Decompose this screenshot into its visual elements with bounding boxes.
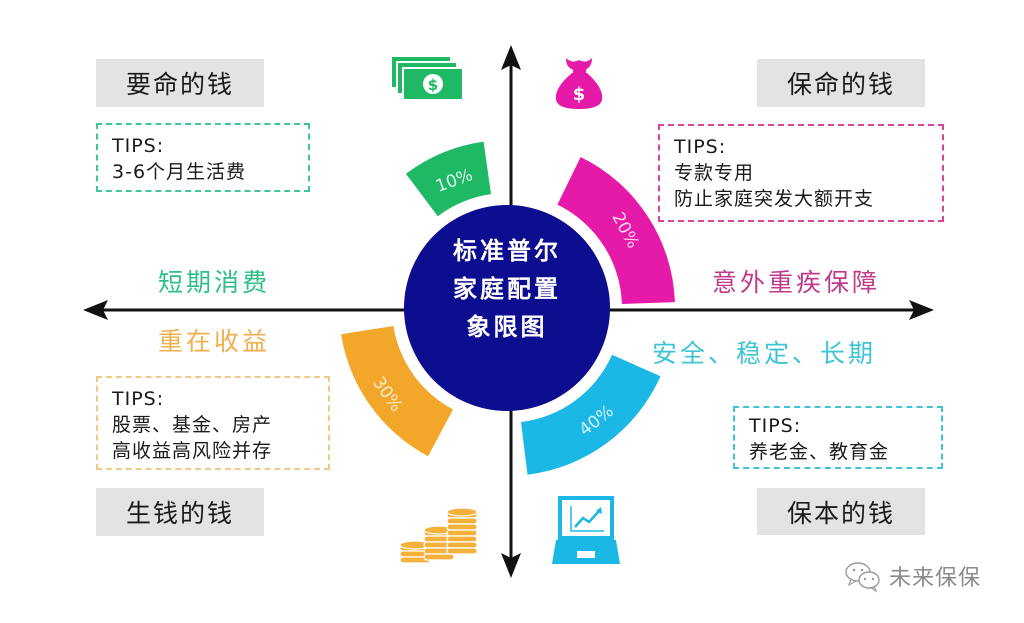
arrow-down-icon: [501, 553, 521, 578]
tips-heading: TIPS:: [749, 415, 802, 437]
tips-line: 高收益高风险并存: [112, 440, 273, 462]
tips-box-top-left: TIPS: 3-6个月生活费: [96, 123, 310, 192]
coin-stacks-icon: [399, 507, 478, 564]
watermark: 未来保保: [843, 559, 981, 593]
quadrant-title-top-right: 保命的钱: [757, 59, 925, 107]
laptop-chart-icon: [552, 496, 620, 564]
tips-heading: TIPS:: [674, 136, 727, 158]
center-circle: [404, 205, 610, 411]
tips-line: 专款专用: [674, 162, 755, 184]
tips-heading: TIPS:: [112, 388, 165, 410]
axis-label-accident-illness-protection: 意外重疾保障: [712, 268, 881, 297]
segment-20-percent: [557, 157, 675, 304]
cash-stack-icon: $: [392, 57, 462, 99]
segment-10-percent: [405, 141, 491, 217]
tips-line: 养老金、教育金: [749, 441, 890, 463]
arrow-right-icon: [909, 300, 934, 320]
quadrant-title-bottom-left: 生钱的钱: [96, 488, 264, 536]
svg-text:$: $: [428, 76, 438, 94]
money-bag-icon: $: [555, 58, 603, 109]
allocation-ring: [341, 141, 675, 475]
tips-line: 3-6个月生活费: [112, 161, 247, 183]
center-title: 标准普尔 家庭配置 象限图: [407, 232, 607, 346]
wechat-icon: [845, 562, 880, 593]
segment-40-percent: [521, 354, 661, 475]
watermark-text: 未来保保: [889, 566, 982, 591]
center-title-line-2: 家庭配置: [453, 275, 561, 303]
tips-line: 防止家庭突发大额开支: [674, 188, 875, 210]
quadrant-title-bottom-right: 保本的钱: [757, 488, 925, 535]
tips-box-bottom-left: TIPS: 股票、基金、房产 高收益高风险并存: [96, 376, 330, 470]
center-title-line-3: 象限图: [466, 313, 548, 341]
axis-label-focus-on-returns: 重在收益: [158, 327, 271, 356]
axis-label-safe-stable-long-term: 安全、稳定、长期: [652, 339, 877, 368]
svg-text:$: $: [573, 84, 586, 105]
tips-box-top-right: TIPS: 专款专用 防止家庭突发大额开支: [658, 124, 944, 222]
segment-30-percent: [341, 326, 453, 457]
quadrant-title-top-left: 要命的钱: [96, 59, 264, 107]
arrow-left-icon: [83, 300, 108, 320]
arrow-up-icon: [501, 45, 521, 70]
tips-box-bottom-right: TIPS: 养老金、教育金: [733, 406, 943, 469]
axis-label-short-term-consumption: 短期消费: [158, 268, 271, 297]
tips-line: 股票、基金、房产: [112, 414, 273, 436]
tips-heading: TIPS:: [112, 135, 165, 157]
center-title-line-1: 标准普尔: [453, 237, 561, 265]
